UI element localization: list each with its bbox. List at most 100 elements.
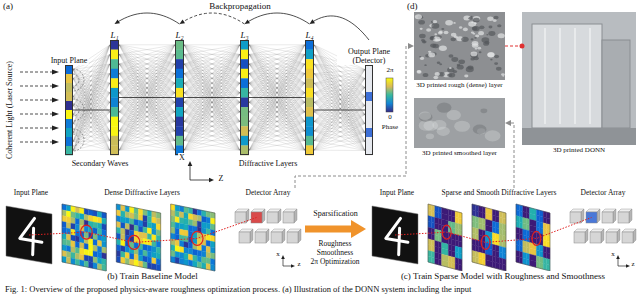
surface-texture [472,41,479,46]
layer-cell [84,214,88,221]
layer-cell [66,222,70,229]
surface-texture [433,20,438,23]
layer-cell [143,250,147,257]
wave-line [73,93,110,115]
surface-texture [426,28,431,32]
wave-line [184,45,240,112]
surface-texture [486,34,488,35]
wave-line [314,74,365,142]
wave-line [119,45,175,131]
wave-line [184,150,240,151]
detector-side [597,209,600,223]
layer-outline [428,204,462,271]
layer-cell [543,223,546,230]
layer-cell [482,213,485,220]
layer-cell [206,240,210,247]
wave-line [184,54,240,140]
secondary-wave [73,134,79,146]
phase-cell [305,78,314,88]
surface-texture [449,67,452,69]
donn-layer-slot [544,28,545,124]
surface-texture [423,73,429,77]
wave-line [184,83,240,150]
layer-cell [139,214,143,221]
layer-cell [540,228,543,235]
layer-cell [530,254,533,261]
layer-cell [180,212,184,219]
layer-outline [472,204,506,271]
layer-cell [211,241,215,248]
phase-cell [365,146,373,155]
digit-stroke [397,228,401,254]
surface-texture [471,16,473,17]
layer-cell [459,241,462,248]
annotation: Secondary Waves [71,159,130,168]
phase-cell [110,50,119,60]
layer-cell [492,221,495,228]
wave-line [119,45,175,131]
layer-cell [482,218,485,225]
layer-cell [193,255,197,262]
layer-cell [202,222,206,229]
layer-cell [431,240,434,247]
layer-cell [139,226,143,233]
wave-line [119,131,175,150]
layer-cell [438,213,441,220]
surface-texture [439,31,443,34]
detector-side [266,229,269,243]
model-panel: (b) Train Baseline Model [0,188,305,270]
axis-label: X [178,153,186,162]
layer-cell [184,224,188,231]
wave-line [119,64,175,150]
phase-cell [65,92,73,101]
phase-cell [110,78,119,88]
wave-line [119,83,175,112]
layer-cell [211,218,215,225]
wave-line [184,64,240,131]
annotation: 2π Optimization [310,258,361,267]
layer-cell [75,230,79,237]
detector [602,212,613,223]
layer-cell [171,245,175,252]
layer-cell [516,250,519,257]
diffractive-layer: L₂ [175,40,184,155]
wave-line [249,74,305,151]
layer-cell [503,230,506,237]
layer-cell [526,247,529,254]
wave-line [184,74,240,151]
surface-texture [445,20,453,25]
wave-line [184,74,240,151]
layer-cell [125,252,129,259]
light-ray [20,86,53,87]
layer-cell [62,250,66,257]
wave-line [119,45,175,83]
wave-line [249,45,305,122]
surface-texture [448,54,453,57]
wave-line [119,93,175,150]
layer-cell [543,246,546,253]
phase-cell [240,59,249,69]
layer-cell [472,221,475,228]
phase-cell [240,136,249,146]
layer-cell [180,223,184,230]
phase-cell [110,107,119,117]
layer-cell [452,222,455,229]
wave-line [249,93,305,103]
light-ray [20,72,53,73]
phase-cell [110,145,119,155]
wave-line [119,141,175,151]
detector-side [633,229,636,243]
layer-cell [134,254,138,261]
layer-cell [486,225,489,232]
wave-line [184,45,240,55]
wave-line [119,74,175,151]
wave-line [249,112,305,150]
layer-cell [102,224,106,231]
layer-cell [171,227,175,234]
layer-cell [536,215,539,222]
wave-line [184,45,240,150]
layer-cell [116,245,120,252]
wave-line [314,70,365,141]
surface-texture [487,52,494,57]
layer-cell [448,256,451,263]
